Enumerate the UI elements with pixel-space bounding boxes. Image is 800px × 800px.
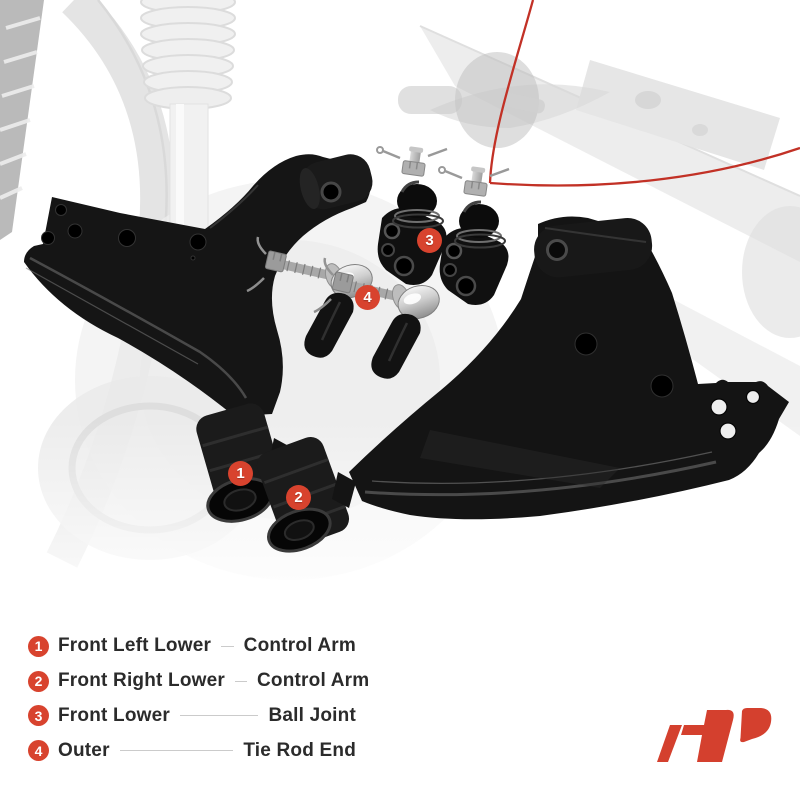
legend-number-badge: 3 [28, 705, 49, 727]
legend-part-name: Tie Rod End [243, 739, 356, 761]
suspension-kit-illustration [0, 0, 800, 620]
legend-row: 3 Front Lower Ball Joint [28, 699, 356, 734]
legend-position-label: Outer [58, 739, 110, 761]
legend-number-badge: 4 [28, 740, 49, 762]
legend-part-name: Control Arm [243, 635, 356, 657]
legend-number-badge: 1 [28, 635, 49, 657]
callout-1: 1 [228, 461, 253, 486]
legend-position-label: Front Left Lower [58, 635, 212, 657]
apremium-logo [657, 708, 772, 762]
legend-row: 4 Outer Tie Rod End [28, 733, 356, 768]
callout-3: 3 [417, 228, 442, 253]
legend-position-label: Front Lower [58, 704, 170, 726]
control-arm-front-right [256, 216, 789, 553]
legend-position-label: Front Right Lower [58, 670, 225, 692]
parts-legend: 1 Front Left Lower Control Arm 2 Front R… [28, 629, 369, 768]
legend-connector-line [221, 645, 234, 647]
legend-row: 2 Front Right Lower Control Arm [28, 664, 369, 699]
logo-glyphs [657, 708, 772, 762]
ball-joint-left [376, 146, 448, 285]
legend-row: 1 Front Left Lower Control Arm [28, 629, 356, 664]
tie-rod-end-right [313, 257, 440, 379]
legend-connector-line [179, 715, 259, 717]
legend-connector-line [235, 680, 247, 682]
legend-number-badge: 2 [28, 670, 49, 692]
ball-joint-pair [376, 146, 510, 305]
leader-lines [488, 0, 800, 187]
callout-4: 4 [355, 285, 380, 310]
callout-2: 2 [286, 485, 311, 510]
control-arm-front-left [24, 154, 373, 523]
legend-part-name: Control Arm [257, 670, 370, 692]
legend-part-name: Ball Joint [268, 704, 356, 726]
ball-joint-right [438, 166, 510, 305]
legend-connector-line [119, 750, 234, 752]
